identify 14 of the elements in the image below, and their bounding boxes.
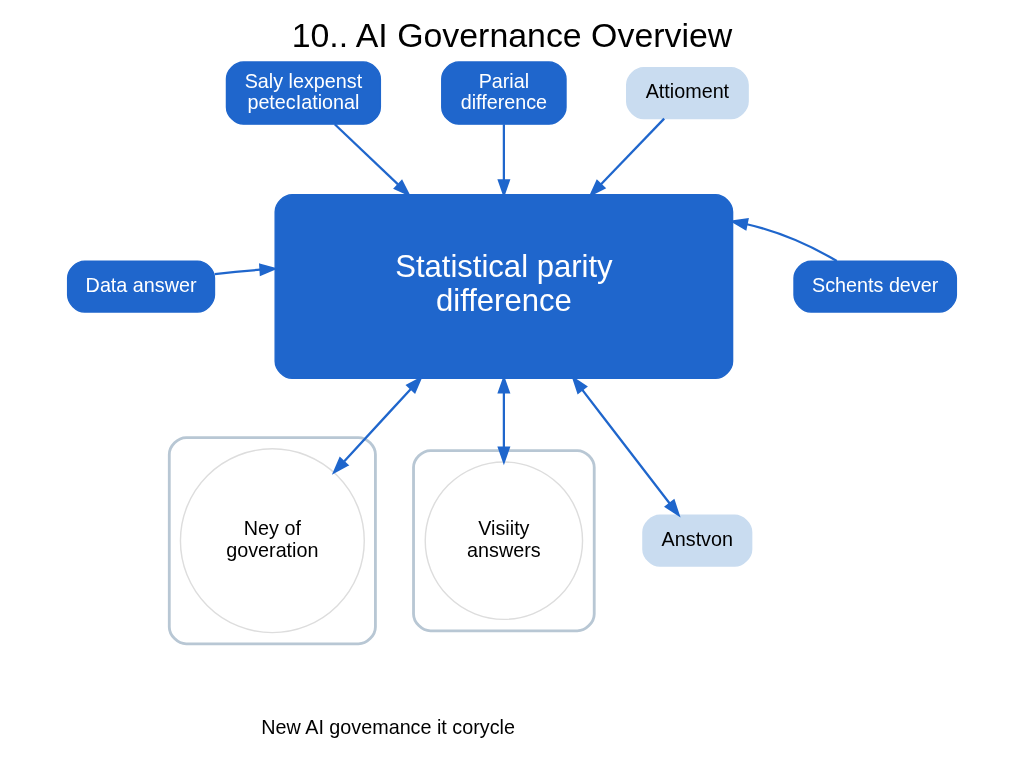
node-box: Parial difference bbox=[441, 61, 567, 125]
node-box: Attioment bbox=[626, 67, 749, 120]
node-box: Data answer bbox=[66, 260, 216, 313]
caption: New AI govemance it corycle bbox=[261, 715, 515, 738]
diagram-title: 10.. AI Governance Overview bbox=[291, 15, 733, 54]
node-box: Anstvon bbox=[642, 514, 753, 567]
node-box: Schents dever bbox=[793, 260, 958, 313]
node-box: Saly lexpenst petecIational bbox=[225, 61, 382, 125]
node-circle: Visiity answers bbox=[424, 461, 584, 621]
cluster bbox=[167, 436, 377, 646]
node-circle: Ney of goveration bbox=[179, 448, 365, 634]
cluster bbox=[412, 449, 596, 633]
node-box: Statistical parity difference bbox=[274, 194, 734, 379]
arrow bbox=[333, 123, 412, 197]
